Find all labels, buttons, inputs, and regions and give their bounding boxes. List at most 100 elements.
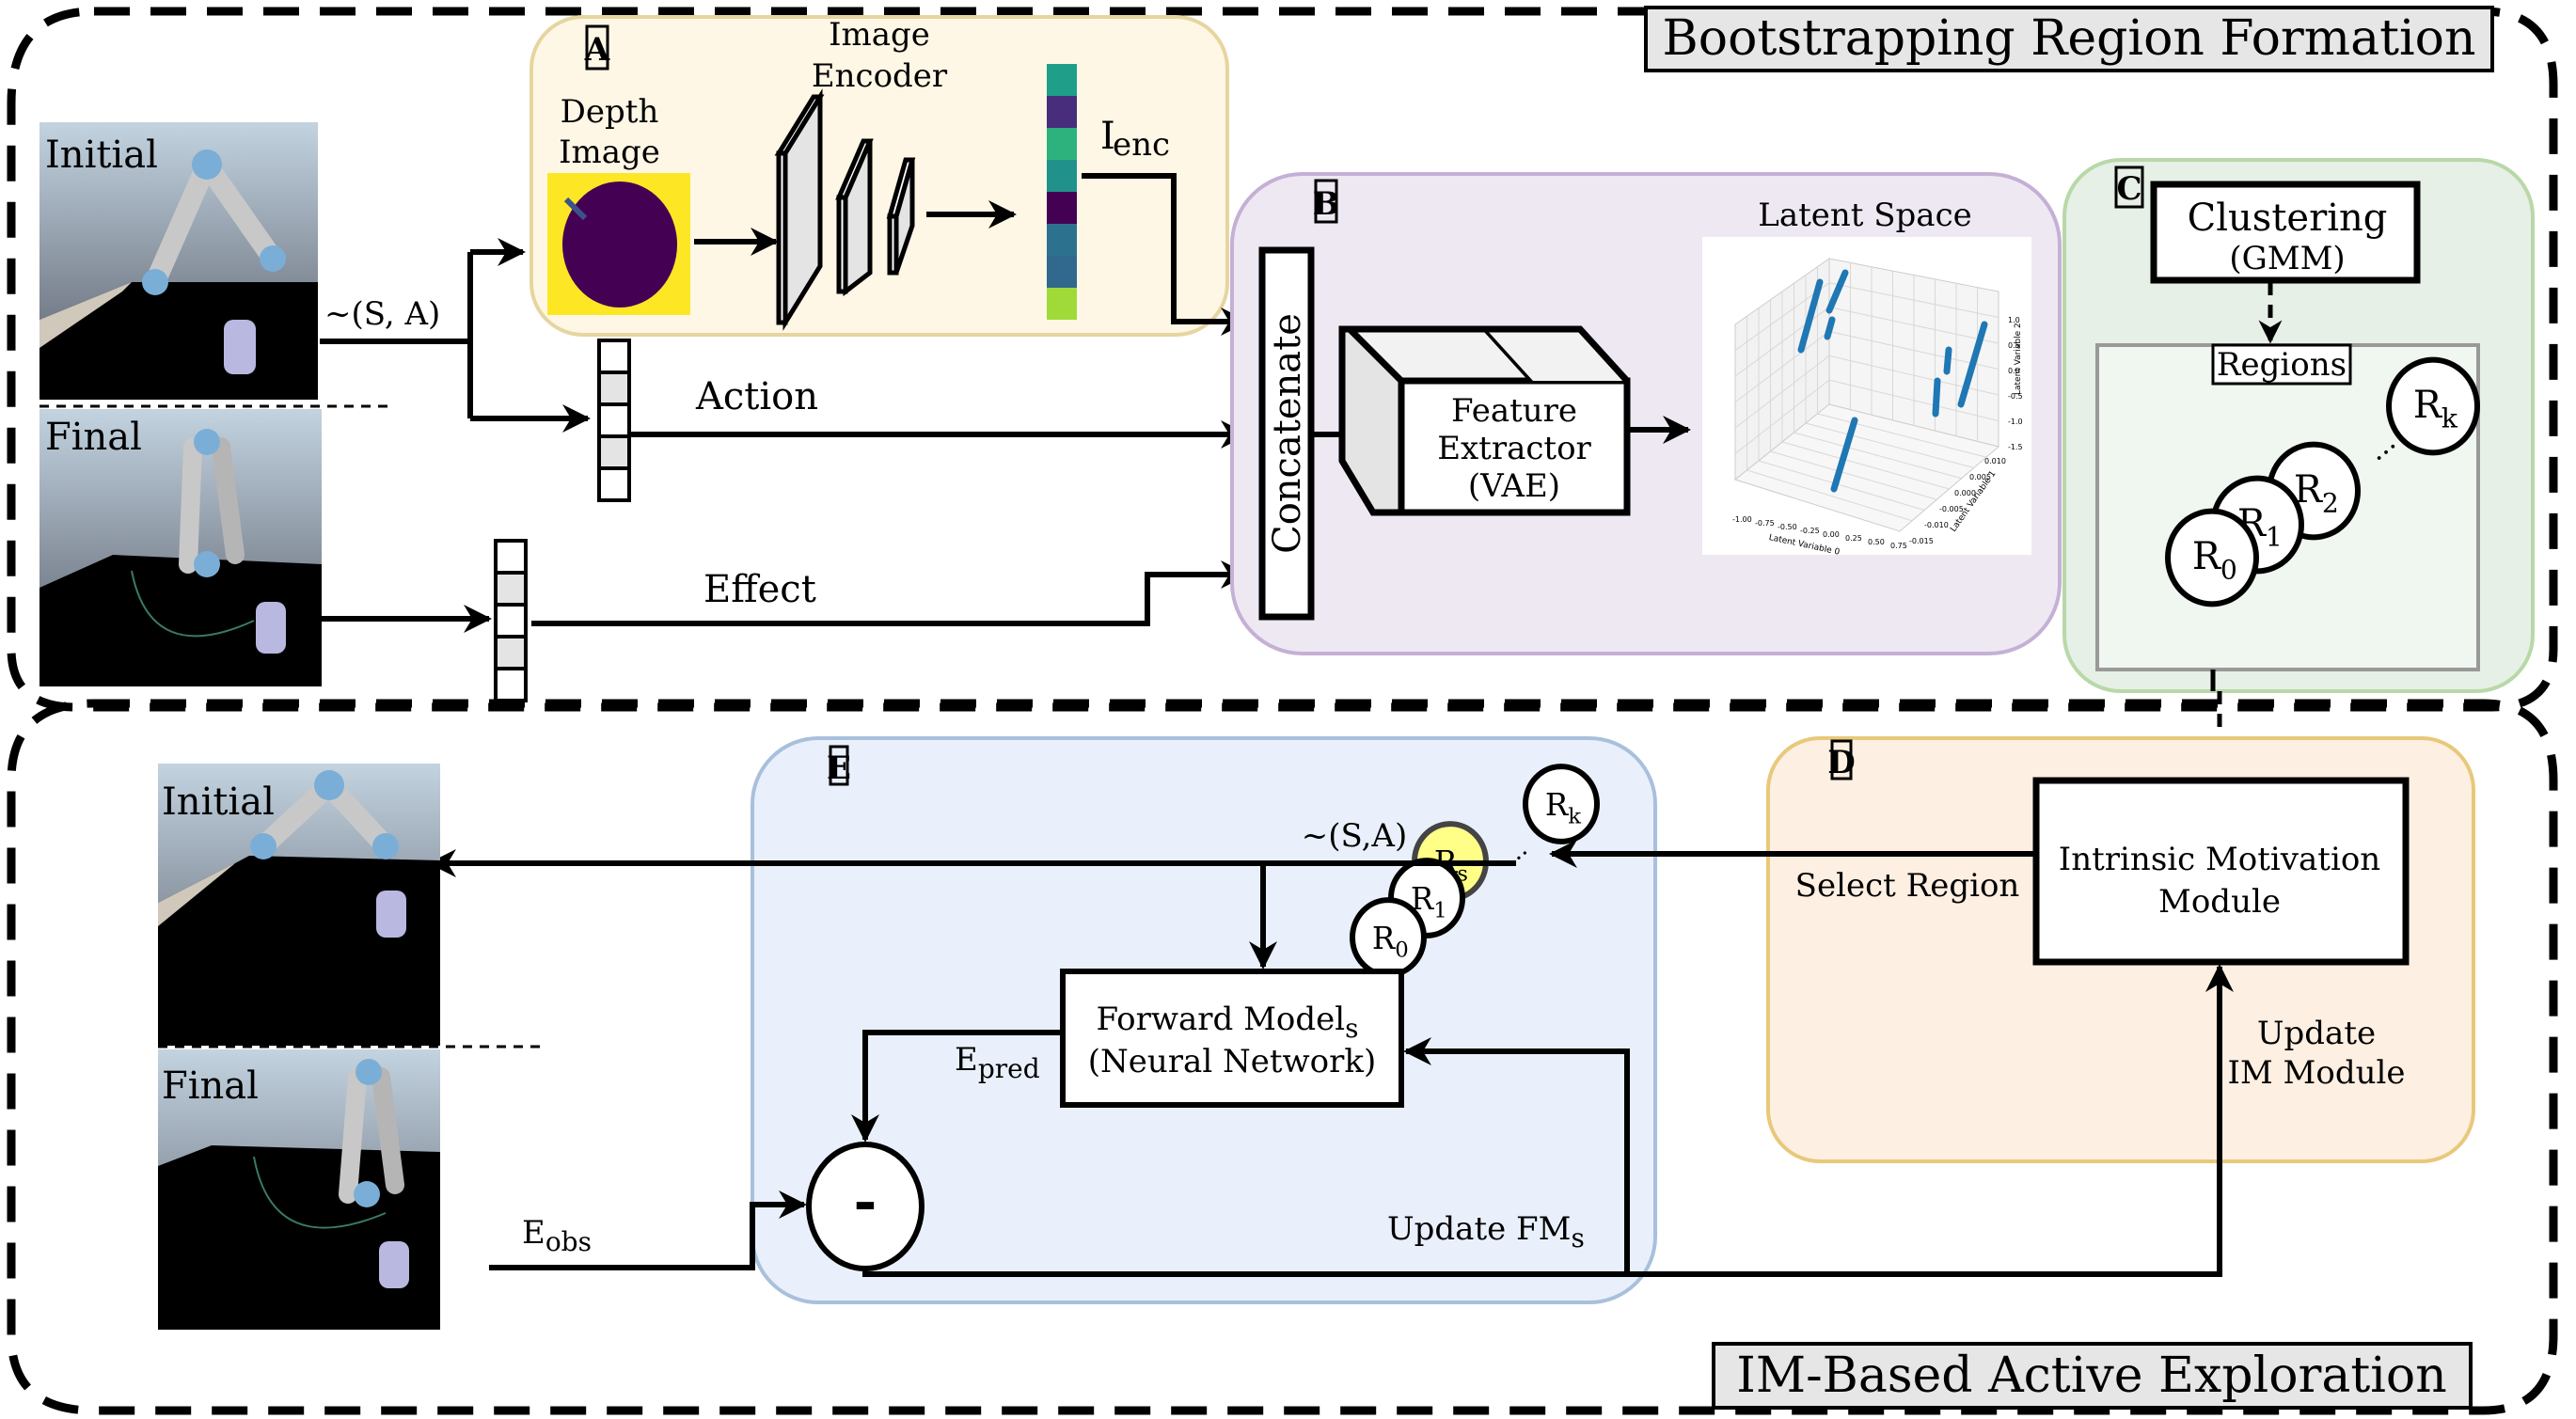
vector-cell [597,466,631,502]
forward-model-label-2: (Neural Network) [1088,1043,1376,1080]
encoding-cell [1047,64,1077,96]
plot-ytick: -0.010 [1924,521,1949,529]
top-final-label: Final [45,416,142,459]
depth-image-label-2: Image [559,134,660,171]
panel-b-tag-text: B [1313,185,1340,223]
vector-cell [597,402,631,438]
intrinsic-motivation-block [2032,777,2410,966]
plot-xtick: -0.75 [1755,519,1775,528]
feature-extractor-label-1: Feature [1451,392,1577,430]
encoding-cell [1047,160,1077,192]
panel-a: A Depth Image Image Encoder I enc [529,15,1229,337]
robot-image-bottom-initial: Initial [158,764,440,1046]
latent-cluster-point [1825,269,1849,314]
region-node-k: Rk [2386,356,2480,456]
image-encoder-label-1: Image [829,16,930,54]
latent-cluster-point [1824,316,1836,340]
concatenate-label: Concatenate [1266,313,1309,554]
vector-cell [494,571,528,607]
vector-cell [494,635,528,670]
encoding-cell [1047,96,1077,128]
panel-b-tag: B [1313,179,1340,224]
top-initial-label: Initial [45,134,158,177]
robot-arm-icon [179,429,245,577]
depth-image-label-1: Depth [561,93,659,131]
plot-xtick: -1.00 [1732,515,1752,524]
plot-xtick: 0.50 [1868,538,1885,546]
update-im-label-2: IM Module [2228,1054,2406,1092]
plot-ytick: -0.005 [1939,505,1964,513]
encoding-cell [1047,192,1077,224]
action-label: Action [695,375,818,418]
latent-cluster-point [1797,278,1824,354]
plot-ytick: 0.000 [1954,489,1976,497]
latent-cluster-point [1830,417,1858,493]
latent-cluster-point [1932,377,1941,418]
plot-ztick: 1.0 [2008,316,2020,324]
subtract-symbol: - [854,1169,877,1235]
mug-icon [256,602,286,654]
e-pred-label: Epred [955,1041,1040,1084]
sample-label-top: ~(S, A) [324,295,440,333]
regions-label: Regions [2217,346,2347,384]
plot-ztick: -0.5 [2008,392,2023,401]
vector-cell [597,339,631,374]
panel-c: C Clustering (GMM) Regions RkR2R1R0... [2062,158,2535,693]
encoding-cell [1047,256,1077,288]
plot-ytick: 0.010 [1984,457,2006,465]
plot-xtick: -0.50 [1778,523,1797,531]
feature-extractor-block [1338,325,1631,516]
panel-d-tag-text: D [1827,744,1855,781]
regions-c: RkR2R1R0... [2165,356,2480,607]
image-encoder-cnn-icon [774,88,916,331]
im-module-label-2: Module [2158,883,2281,921]
region-node-0: R0 [2165,508,2259,607]
feature-extractor-label-2: Extractor [1437,430,1591,467]
plot-ztick: -1.5 [2008,443,2023,451]
update-im-label-1: Update [2257,1015,2376,1052]
region-label: R0 [1372,921,1409,962]
feature-extractor-label-3: (VAE) [1468,467,1560,505]
plot-ztick: 0.5 [2008,341,2020,350]
update-fm-label: Update FMs [1387,1210,1585,1253]
plot-ytick: -0.015 [1909,537,1934,545]
vector-cell [597,371,631,406]
region-label: Rk [1545,787,1581,828]
plot-xtick: -0.25 [1800,527,1820,535]
region-label: Rk [2413,384,2458,434]
region-node-k: Rk [1523,764,1600,844]
robot-image-top-initial: Initial [40,122,318,400]
latent-cluster-point [1943,346,1952,375]
forward-model-label-1: Forward Models [1096,1001,1358,1044]
region-node-0: R0 [1350,897,1427,978]
latent-cluster-point [1957,321,1988,408]
region-label: R0 [2192,535,2237,585]
robot-image-top-final: Final [40,409,322,686]
encoding-cell [1047,224,1077,256]
bottom-section-title: IM-Based Active Exploration [1712,1342,2473,1410]
vector-cell [494,603,528,639]
clustering-label: Clustering [2188,197,2388,240]
clustering-block [2150,181,2421,284]
robot-arm-icon [339,1059,404,1207]
latent-space-plot: 1.0 0.5 0.0 -0.5 -1.0 -1.5 -1.00-0.75-0.50-0.2… [1702,237,2031,558]
mug-icon [224,320,256,374]
panel-e-tag-text: E [827,749,851,787]
encoding-cell [1047,128,1077,160]
forward-model-block [1060,969,1404,1108]
plot-xtick: 0.75 [1890,542,1907,550]
im-module-label-1: Intrinsic Motivation [2059,841,2380,878]
sample-label-bottom: ~(S,A) [1302,817,1407,855]
bottom-section-boundary [7,699,2558,1415]
plot-ztick: 0.0 [2008,367,2020,375]
concatenate-block: Concatenate [1258,246,1315,621]
panel-d: D Intrinsic Motivation Module Select Reg… [1766,736,2475,1163]
plot-ztick: -1.0 [2008,418,2023,426]
robot-arm-icon [250,770,399,859]
panel-a-tag-text: A [584,31,610,69]
latent-space-title: Latent Space [1758,197,1972,234]
plot-xtick: 0.25 [1845,534,1862,543]
mug-icon [379,1241,409,1288]
regions-label-box [2211,343,2352,386]
